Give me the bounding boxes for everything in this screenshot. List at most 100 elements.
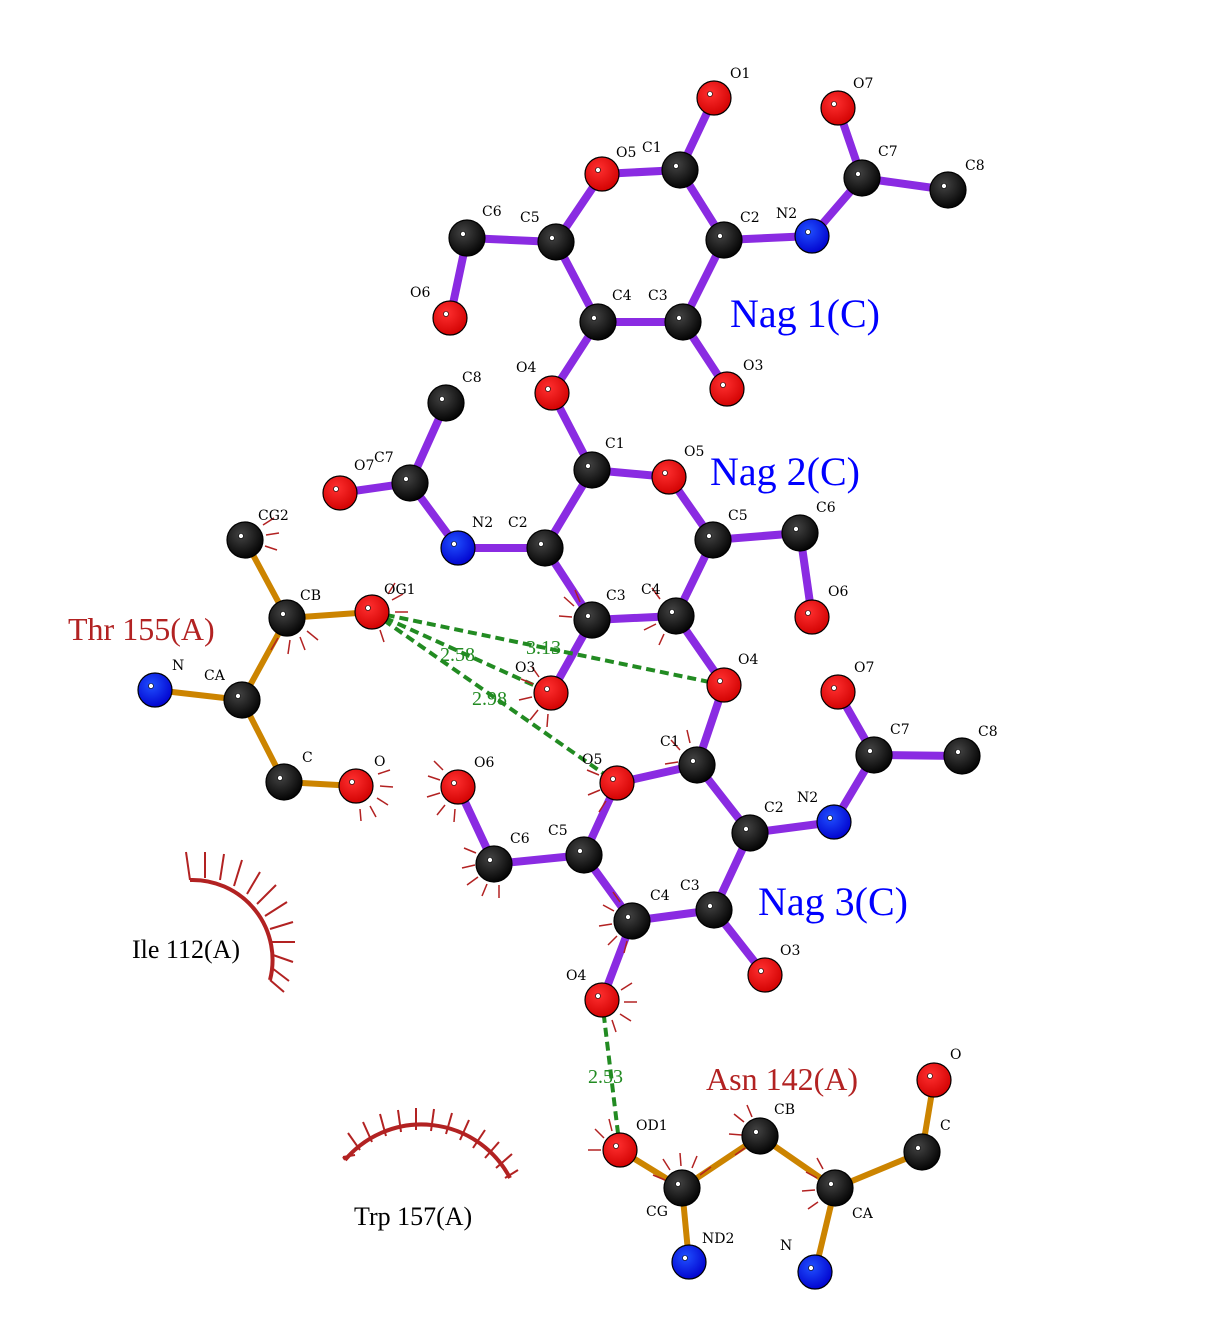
contact-spikes bbox=[262, 517, 824, 1210]
nag2-c4-atom bbox=[657, 597, 695, 635]
atom-highlight bbox=[451, 541, 457, 547]
atom-highlight bbox=[753, 1129, 759, 1135]
atom-highlight bbox=[148, 683, 154, 689]
hbond-og1-o5 bbox=[370, 610, 619, 785]
atom-label: N2 bbox=[472, 515, 493, 531]
trp157-residue-label: Trp 157(A) bbox=[354, 1202, 472, 1231]
atom-highlight bbox=[451, 780, 457, 786]
atom-highlight bbox=[365, 605, 371, 611]
atom-highlight bbox=[549, 235, 555, 241]
atom-label: C3 bbox=[606, 588, 626, 604]
atom-highlight bbox=[591, 315, 597, 321]
trp157-hydrophobic-arc bbox=[342, 1108, 519, 1179]
atom-label: CG2 bbox=[258, 508, 289, 524]
atom-labels: O1 C1 O5 C2 N2 C7 O7 C8 C5 C6 O6 C4 C3 O… bbox=[172, 66, 998, 1254]
atom-highlight bbox=[403, 476, 409, 482]
nag1-c3-atom bbox=[664, 303, 702, 341]
nag2-c2-atom bbox=[526, 529, 564, 567]
ile112-hydrophobic-arc bbox=[185, 851, 295, 993]
nag2-o7-atom bbox=[322, 475, 358, 511]
atom-highlight bbox=[662, 470, 668, 476]
nag2-c8-atom bbox=[427, 384, 465, 422]
atom-label: CA bbox=[852, 1206, 874, 1222]
atom-highlight bbox=[706, 533, 712, 539]
nag1-c4-atom bbox=[579, 303, 617, 341]
hydrophobic-contacts bbox=[185, 851, 519, 1179]
nag3-c5-atom bbox=[565, 836, 603, 874]
atom-highlight bbox=[707, 903, 713, 909]
atom-highlight bbox=[831, 685, 837, 691]
atom-highlight bbox=[955, 749, 961, 755]
atom-label: C5 bbox=[548, 823, 568, 839]
atom-highlight bbox=[855, 171, 861, 177]
nag3-c7-atom bbox=[855, 736, 893, 774]
atom-label: O5 bbox=[582, 752, 602, 768]
atom-highlight bbox=[280, 611, 286, 617]
atom-highlight bbox=[349, 779, 355, 785]
nag3-c3-atom bbox=[695, 891, 733, 929]
atom-label: O3 bbox=[780, 943, 800, 959]
atom-label: O bbox=[950, 1047, 961, 1063]
atom-highlight bbox=[805, 610, 811, 616]
atom-highlight bbox=[235, 693, 241, 699]
atom-label: CB bbox=[774, 1102, 795, 1118]
atom-label: C3 bbox=[680, 878, 700, 894]
nag3-o4-link-atom bbox=[706, 667, 742, 703]
atoms bbox=[137, 80, 981, 1290]
distance-labels: 2.58 3.13 2.98 2.53 bbox=[440, 637, 623, 1088]
atom-highlight bbox=[675, 1181, 681, 1187]
nag1-o5-atom bbox=[584, 156, 620, 192]
atom-label: C6 bbox=[482, 204, 502, 220]
nag2-residue-label: Nag 2(C) bbox=[710, 449, 860, 494]
atom-highlight bbox=[682, 1255, 688, 1261]
hbond-og1-o3 bbox=[371, 610, 552, 695]
nag1-o6-atom bbox=[432, 300, 468, 336]
atom-highlight bbox=[610, 776, 616, 782]
hbond-o4-od1 bbox=[600, 999, 622, 1151]
atom-label: C2 bbox=[508, 515, 528, 531]
atom-label: C7 bbox=[374, 450, 394, 466]
atom-highlight bbox=[238, 533, 244, 539]
atom-label: C7 bbox=[878, 144, 898, 160]
atom-label: O3 bbox=[743, 358, 763, 374]
distance-label-og1-o3: 2.58 bbox=[440, 644, 475, 666]
atom-label: C3 bbox=[648, 288, 668, 304]
nag2-o3-atom bbox=[533, 675, 569, 711]
nag2-o5-atom bbox=[651, 459, 687, 495]
nag3-c6-atom bbox=[475, 845, 513, 883]
atom-highlight bbox=[793, 526, 799, 532]
nag1-o7-atom bbox=[820, 90, 856, 126]
atom-label: C bbox=[302, 750, 313, 766]
atom-label: CG bbox=[646, 1204, 668, 1220]
nag1-c8-atom bbox=[929, 171, 967, 209]
thr155-bonds bbox=[152, 537, 375, 789]
atom-label: OD1 bbox=[636, 1118, 668, 1134]
atom-highlight bbox=[443, 311, 449, 317]
atom-label: C bbox=[940, 1118, 951, 1134]
thr155-og1-atom bbox=[354, 594, 390, 630]
distance-label-og1-o4: 3.13 bbox=[526, 637, 561, 659]
atom-label: OG1 bbox=[384, 582, 416, 598]
atom-highlight bbox=[828, 1181, 834, 1187]
atom-highlight bbox=[831, 101, 837, 107]
atom-highlight bbox=[333, 486, 339, 492]
asn142-residue-label: Asn 142(A) bbox=[706, 1061, 858, 1097]
atom-highlight bbox=[439, 396, 445, 402]
atom-highlight bbox=[673, 163, 679, 169]
thr155-ca-atom bbox=[223, 681, 261, 719]
atom-label: C8 bbox=[978, 724, 998, 740]
atom-label: N2 bbox=[776, 206, 797, 222]
nag3-c8-atom bbox=[943, 737, 981, 775]
atom-highlight bbox=[867, 748, 873, 754]
atom-highlight bbox=[690, 758, 696, 764]
nag1-o1-atom bbox=[696, 80, 732, 116]
nag3-o7-atom bbox=[820, 674, 856, 710]
atom-highlight bbox=[717, 233, 723, 239]
nag3-n2-atom bbox=[816, 804, 852, 840]
residue-labels: Nag 1(C) Nag 2(C) Nag 3(C) Thr 155(A) As… bbox=[68, 291, 908, 1231]
nag3-o4-atom bbox=[584, 982, 620, 1018]
hbond-og1-o4 bbox=[371, 610, 725, 687]
atom-highlight bbox=[577, 848, 583, 854]
asn142-ca-atom bbox=[816, 1169, 854, 1207]
